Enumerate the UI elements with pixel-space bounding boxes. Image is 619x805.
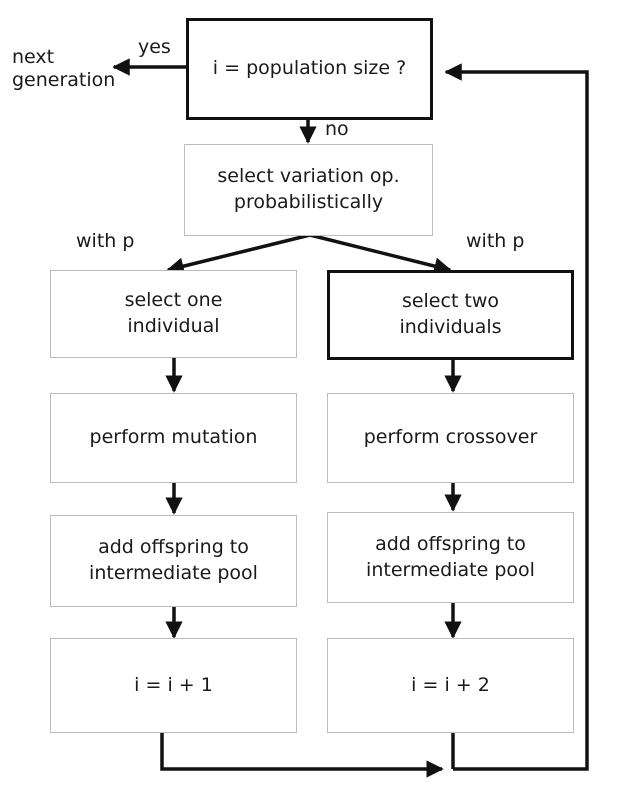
node-select-one: select one individual [50,270,297,358]
node-select-two: select two individuals [327,270,574,360]
label-yes: yes [138,36,171,58]
node-increment-two: i = i + 2 [327,638,574,733]
node-add-offspring-left: add offspring to intermediate pool [50,515,297,607]
node-add-offspring-right: add offspring to intermediate pool [327,512,574,603]
label-no: no [325,118,349,140]
label-next-generation: next generation [12,46,116,91]
label-with-p-right: with p [466,230,525,252]
arrow-split-right [309,233,452,275]
label-with-p-left: with p [76,230,135,252]
arrow-split-left [166,233,311,275]
feedback-loop [444,63,589,771]
node-perform-crossover: perform crossover [327,393,574,483]
node-perform-mutation: perform mutation [50,393,297,483]
node-increment-one: i = i + 1 [50,638,297,733]
merge-line-left [160,733,444,778]
node-select-variation: select variation op. probabilistically [184,144,433,236]
node-population-check: i = population size ? [186,18,433,120]
